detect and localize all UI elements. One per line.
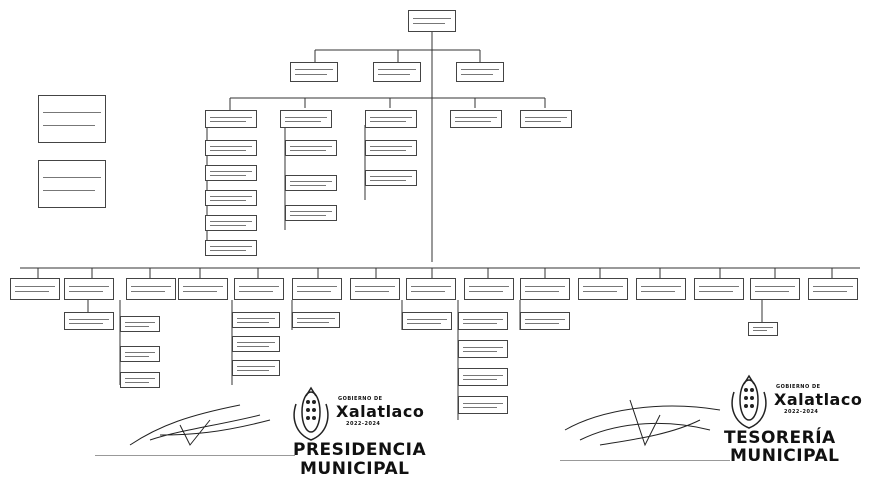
org-node (458, 312, 508, 330)
org-node (365, 110, 417, 128)
right-logo-years: 2022-2024 (784, 409, 819, 415)
org-node (205, 110, 257, 128)
right-signature-line (560, 460, 730, 475)
left-seal-line2: MUNICIPAL (300, 459, 410, 479)
org-node (750, 278, 800, 300)
left-seal-line1: PRESIDENCIA (293, 440, 427, 460)
org-node (458, 340, 508, 358)
org-node (694, 278, 744, 300)
org-node (290, 62, 338, 82)
org-node (120, 316, 160, 332)
org-node (402, 312, 452, 330)
signature-scribble-icon (564, 399, 721, 447)
right-seal-line2: MUNICIPAL (730, 446, 840, 466)
org-node (285, 175, 337, 191)
org-node (748, 322, 778, 336)
org-node (458, 396, 508, 414)
org-node (464, 278, 514, 300)
left-logo-years: 2022-2024 (346, 421, 381, 427)
org-node (578, 278, 628, 300)
org-node (365, 140, 417, 156)
org-node (808, 278, 858, 300)
org-node (126, 278, 176, 300)
org-node (205, 140, 257, 156)
org-node (38, 160, 106, 208)
org-node (205, 165, 257, 181)
right-seal-line1: TESORERÍA (724, 428, 836, 448)
org-node (205, 215, 257, 231)
org-node (120, 346, 160, 362)
org-node (285, 140, 337, 156)
corn-emblem-icon (293, 386, 329, 441)
org-node (520, 110, 572, 128)
right-logo-gov: GOBIERNO DE (776, 384, 821, 390)
org-node (450, 110, 502, 128)
org-node (64, 278, 114, 300)
org-node (285, 205, 337, 221)
org-node (350, 278, 400, 300)
org-node (292, 278, 342, 300)
org-node (120, 372, 160, 388)
org-node (373, 62, 421, 82)
org-node (205, 240, 257, 256)
signature-scribble-icon (129, 404, 271, 446)
org-node (408, 10, 456, 32)
org-node (406, 278, 456, 300)
right-logo-name: Xalatlaco (774, 390, 863, 409)
org-node (520, 312, 570, 330)
org-node (10, 278, 60, 300)
org-node (292, 312, 340, 328)
org-node (205, 190, 257, 206)
org-node (232, 312, 280, 328)
org-node (458, 368, 508, 386)
org-node (520, 278, 570, 300)
left-signature-line (95, 455, 295, 470)
org-node (232, 360, 280, 376)
org-node (280, 110, 332, 128)
org-node (232, 336, 280, 352)
corn-emblem-icon (731, 374, 767, 429)
left-logo-gov: GOBIERNO DE (338, 396, 383, 402)
org-node (64, 312, 114, 330)
org-node (365, 170, 417, 186)
org-node (178, 278, 228, 300)
org-node (636, 278, 686, 300)
org-node (456, 62, 504, 82)
left-logo-name: Xalatlaco (336, 402, 425, 421)
org-node (38, 95, 106, 143)
org-node (234, 278, 284, 300)
